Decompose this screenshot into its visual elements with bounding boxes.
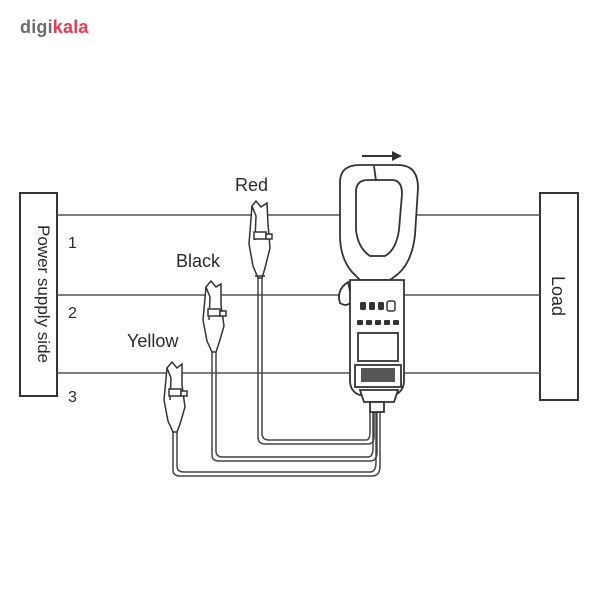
arrow-right-icon	[362, 151, 402, 161]
yellow-alligator-clip	[163, 360, 188, 433]
red-alligator-clip	[248, 199, 273, 279]
logo-text-kala: kala	[52, 17, 89, 37]
black-alligator-clip	[202, 279, 227, 353]
meter-buttons-row-2	[357, 320, 399, 325]
logo-text-digi: digi	[20, 17, 53, 37]
lead-connector	[358, 389, 400, 403]
test-lead-wires	[172, 275, 381, 477]
load-label: Load	[548, 276, 568, 316]
black-lead-wire-inner	[215, 340, 374, 458]
supply-lines	[57, 214, 540, 374]
meter-display	[357, 332, 399, 362]
line-number-2: 2	[68, 305, 77, 322]
red-lead-wire-inner	[261, 275, 371, 441]
clamp-meter	[338, 164, 419, 413]
yellow-lead-wire	[172, 410, 381, 477]
probe-label-black: Black	[176, 251, 221, 271]
line-number-3: 3	[68, 389, 77, 406]
digikala-logo: digikala	[20, 18, 89, 36]
load-box	[539, 192, 579, 401]
probe-label-red: Red	[235, 175, 268, 195]
power-supply-side-label: Power supply side	[34, 225, 53, 363]
yellow-lead-wire-inner	[176, 410, 377, 473]
power-supply-box	[19, 192, 58, 397]
probe-label-yellow: Yellow	[127, 331, 179, 351]
meter-buttons-row-1	[360, 300, 396, 312]
clamp-jaw-inner	[355, 179, 403, 257]
lead-connector-plug	[369, 401, 385, 413]
line-number-1: 1	[68, 235, 77, 252]
